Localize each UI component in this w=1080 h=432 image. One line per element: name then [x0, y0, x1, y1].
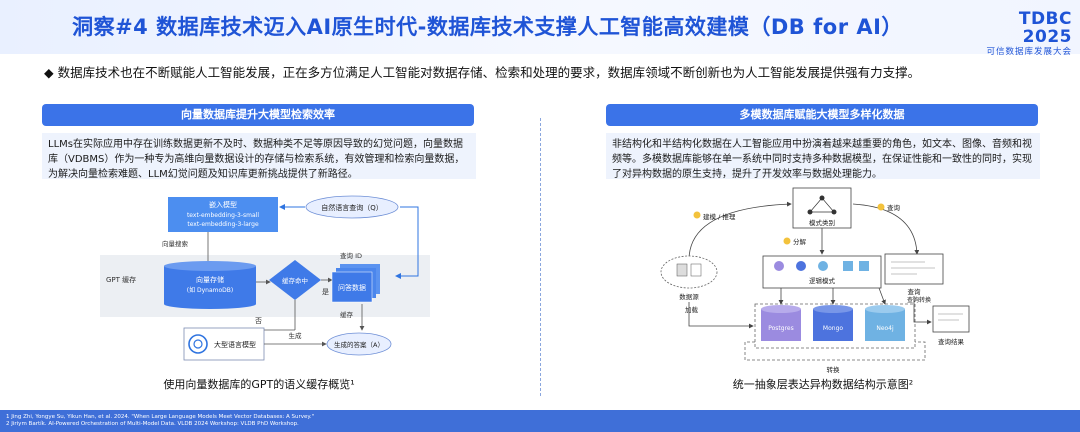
convert-label: 转换 [827, 365, 841, 374]
vector-store-cylinder [164, 266, 256, 304]
neo4j-label: Neo4j [876, 325, 894, 332]
yes-label: 是 [322, 288, 329, 296]
vector-store-bottom [164, 299, 256, 309]
llm-label: 大型语言模型 [214, 340, 256, 349]
query-arc [852, 203, 920, 255]
footer-bar: 1 Jing Zhi, Yongye Su, Yikun Han, et al.… [0, 410, 1080, 432]
schema-category-label: 模式类别 [809, 218, 835, 227]
left-section-heading: 向量数据库提升大模型检索效率 [42, 104, 474, 126]
neo4j-top [865, 305, 905, 313]
build-badge-icon [693, 211, 701, 219]
embedding-model-box [168, 197, 278, 232]
mongo-label: Mongo [823, 325, 843, 332]
embedding-model-small: text-embedding-3-small [187, 212, 259, 219]
openai-icon [188, 334, 208, 354]
query-convert-label: 查询转换 [907, 296, 931, 304]
logical-node-4 [843, 261, 853, 271]
embedding-model-large: text-embedding-3-large [187, 221, 259, 228]
query-badge-icon [877, 203, 885, 211]
query-ellipse [305, 195, 399, 219]
vector-store-label: 向量存储 [196, 275, 224, 284]
load-arrow [688, 302, 754, 329]
brand-subtitle: 可信数据库发展大会 [986, 47, 1072, 57]
semantic-cache-diagram: GPT 缓存 嵌入模型 text-embedding-3-small text-… [100, 195, 430, 361]
datasource-db-icon [676, 263, 688, 277]
gpt-cache-band [100, 255, 430, 317]
query-code-box [884, 253, 944, 285]
logical-node-1 [774, 261, 784, 271]
decompose-badge-icon [783, 237, 791, 245]
neo4j-cylinder [865, 309, 905, 341]
page-title: 洞察#4 数据库技术迈入AI原生时代-数据库技术支撑人工智能高效建模（DB fo… [72, 15, 903, 39]
query-label: 自然语言查询（Q） [321, 203, 383, 212]
schema-category-box [792, 187, 852, 229]
postgres-label: Postgres [768, 325, 794, 332]
logical-schema-label: 逻辑模式 [809, 276, 836, 285]
vector-store-sub: (如 DynamoDB) [187, 286, 234, 294]
logical-node-3 [818, 261, 828, 271]
logical-to-neo4j-arrow [878, 287, 886, 305]
brand-name: TDBC 2025 [1018, 9, 1072, 47]
brand-logo: TDBC 2025 可信数据库发展大会 [974, 10, 1072, 58]
answer-label: 生成的答案（A） [334, 340, 384, 349]
llm-box [183, 327, 265, 361]
load-label: 加载 [685, 305, 699, 314]
build-infer-label: 建模 / 推理 [703, 212, 736, 221]
query-box-label: 查询 [908, 287, 922, 296]
datasource-doc-icon [690, 263, 702, 277]
datasource-cloud [660, 255, 718, 289]
mongo-top [813, 305, 853, 313]
build-arc [688, 201, 792, 261]
section-divider [540, 118, 541, 396]
cache-label: 缓存 [340, 310, 354, 319]
logical-node-5 [859, 261, 869, 271]
convert-loop [744, 341, 926, 361]
datasource-label: 数据源 [679, 292, 699, 301]
query-id-label: 查询 ID [340, 251, 362, 260]
postgres-cylinder [761, 309, 801, 341]
header-bar: 洞察#4 数据库技术迈入AI原生时代-数据库技术支撑人工智能高效建模（DB fo… [0, 0, 1080, 57]
generate-label: 生成 [289, 331, 303, 340]
query-top-label: 查询 [887, 203, 901, 212]
schema-graph-edges [809, 197, 835, 213]
logical-node-2 [796, 261, 806, 271]
cache-hit-label: 缓存命中 [282, 276, 308, 285]
result-doc [932, 305, 970, 333]
qa-data-label: 问答数据 [338, 283, 366, 292]
no-label: 否 [255, 317, 262, 325]
query-convert-line [913, 296, 917, 323]
query-to-cache-arrow [395, 206, 419, 279]
left-description: LLMs在实际应用中存在训练数据更新不及时、数据种类不足等原因导致的幻觉问题，向… [42, 133, 476, 180]
qa-doc-front [331, 271, 373, 303]
query-result-label: 查询结果 [938, 337, 965, 346]
footnote-1: 1 Jing Zhi, Yongye Su, Yikun Han, et al.… [6, 414, 315, 420]
vector-search-label: 向量搜索 [162, 239, 189, 248]
multimodel-diagram: 模式类别 建模 / 推理 查询 分解 数据源 逻辑模式 查询 Postgres … [660, 187, 970, 374]
vector-store-top [164, 261, 256, 271]
intro-text: ◆ 数据库技术也在不断赋能人工智能发展，正在多方位满足人工智能对数据存储、检索和… [44, 65, 921, 80]
right-caption: 统一抽象层表达异构数据结构示意图² [732, 378, 914, 391]
cache-hit-diamond [269, 260, 321, 300]
left-caption: 使用向量数据库的GPT的语义缓存概览¹ [163, 378, 355, 391]
decompose-label: 分解 [793, 237, 807, 246]
postgres-top [761, 305, 801, 313]
mongo-cylinder [813, 309, 853, 341]
openai-icon-inner [193, 339, 203, 349]
right-description: 非结构化和半结构化数据在人工智能应用中扮演着越来越重要的角色，如文本、图像、音频… [606, 133, 1040, 180]
right-section-heading: 多模数据库赋能大模型多样化数据 [606, 104, 1038, 126]
answer-ellipse [326, 332, 392, 356]
gpt-cache-label: GPT 缓存 [106, 275, 136, 284]
footnote-2: 2 Jiriym Bartík. AI-Powered Orchestratio… [6, 421, 299, 427]
embedding-model-title: 嵌入模型 [209, 200, 237, 209]
